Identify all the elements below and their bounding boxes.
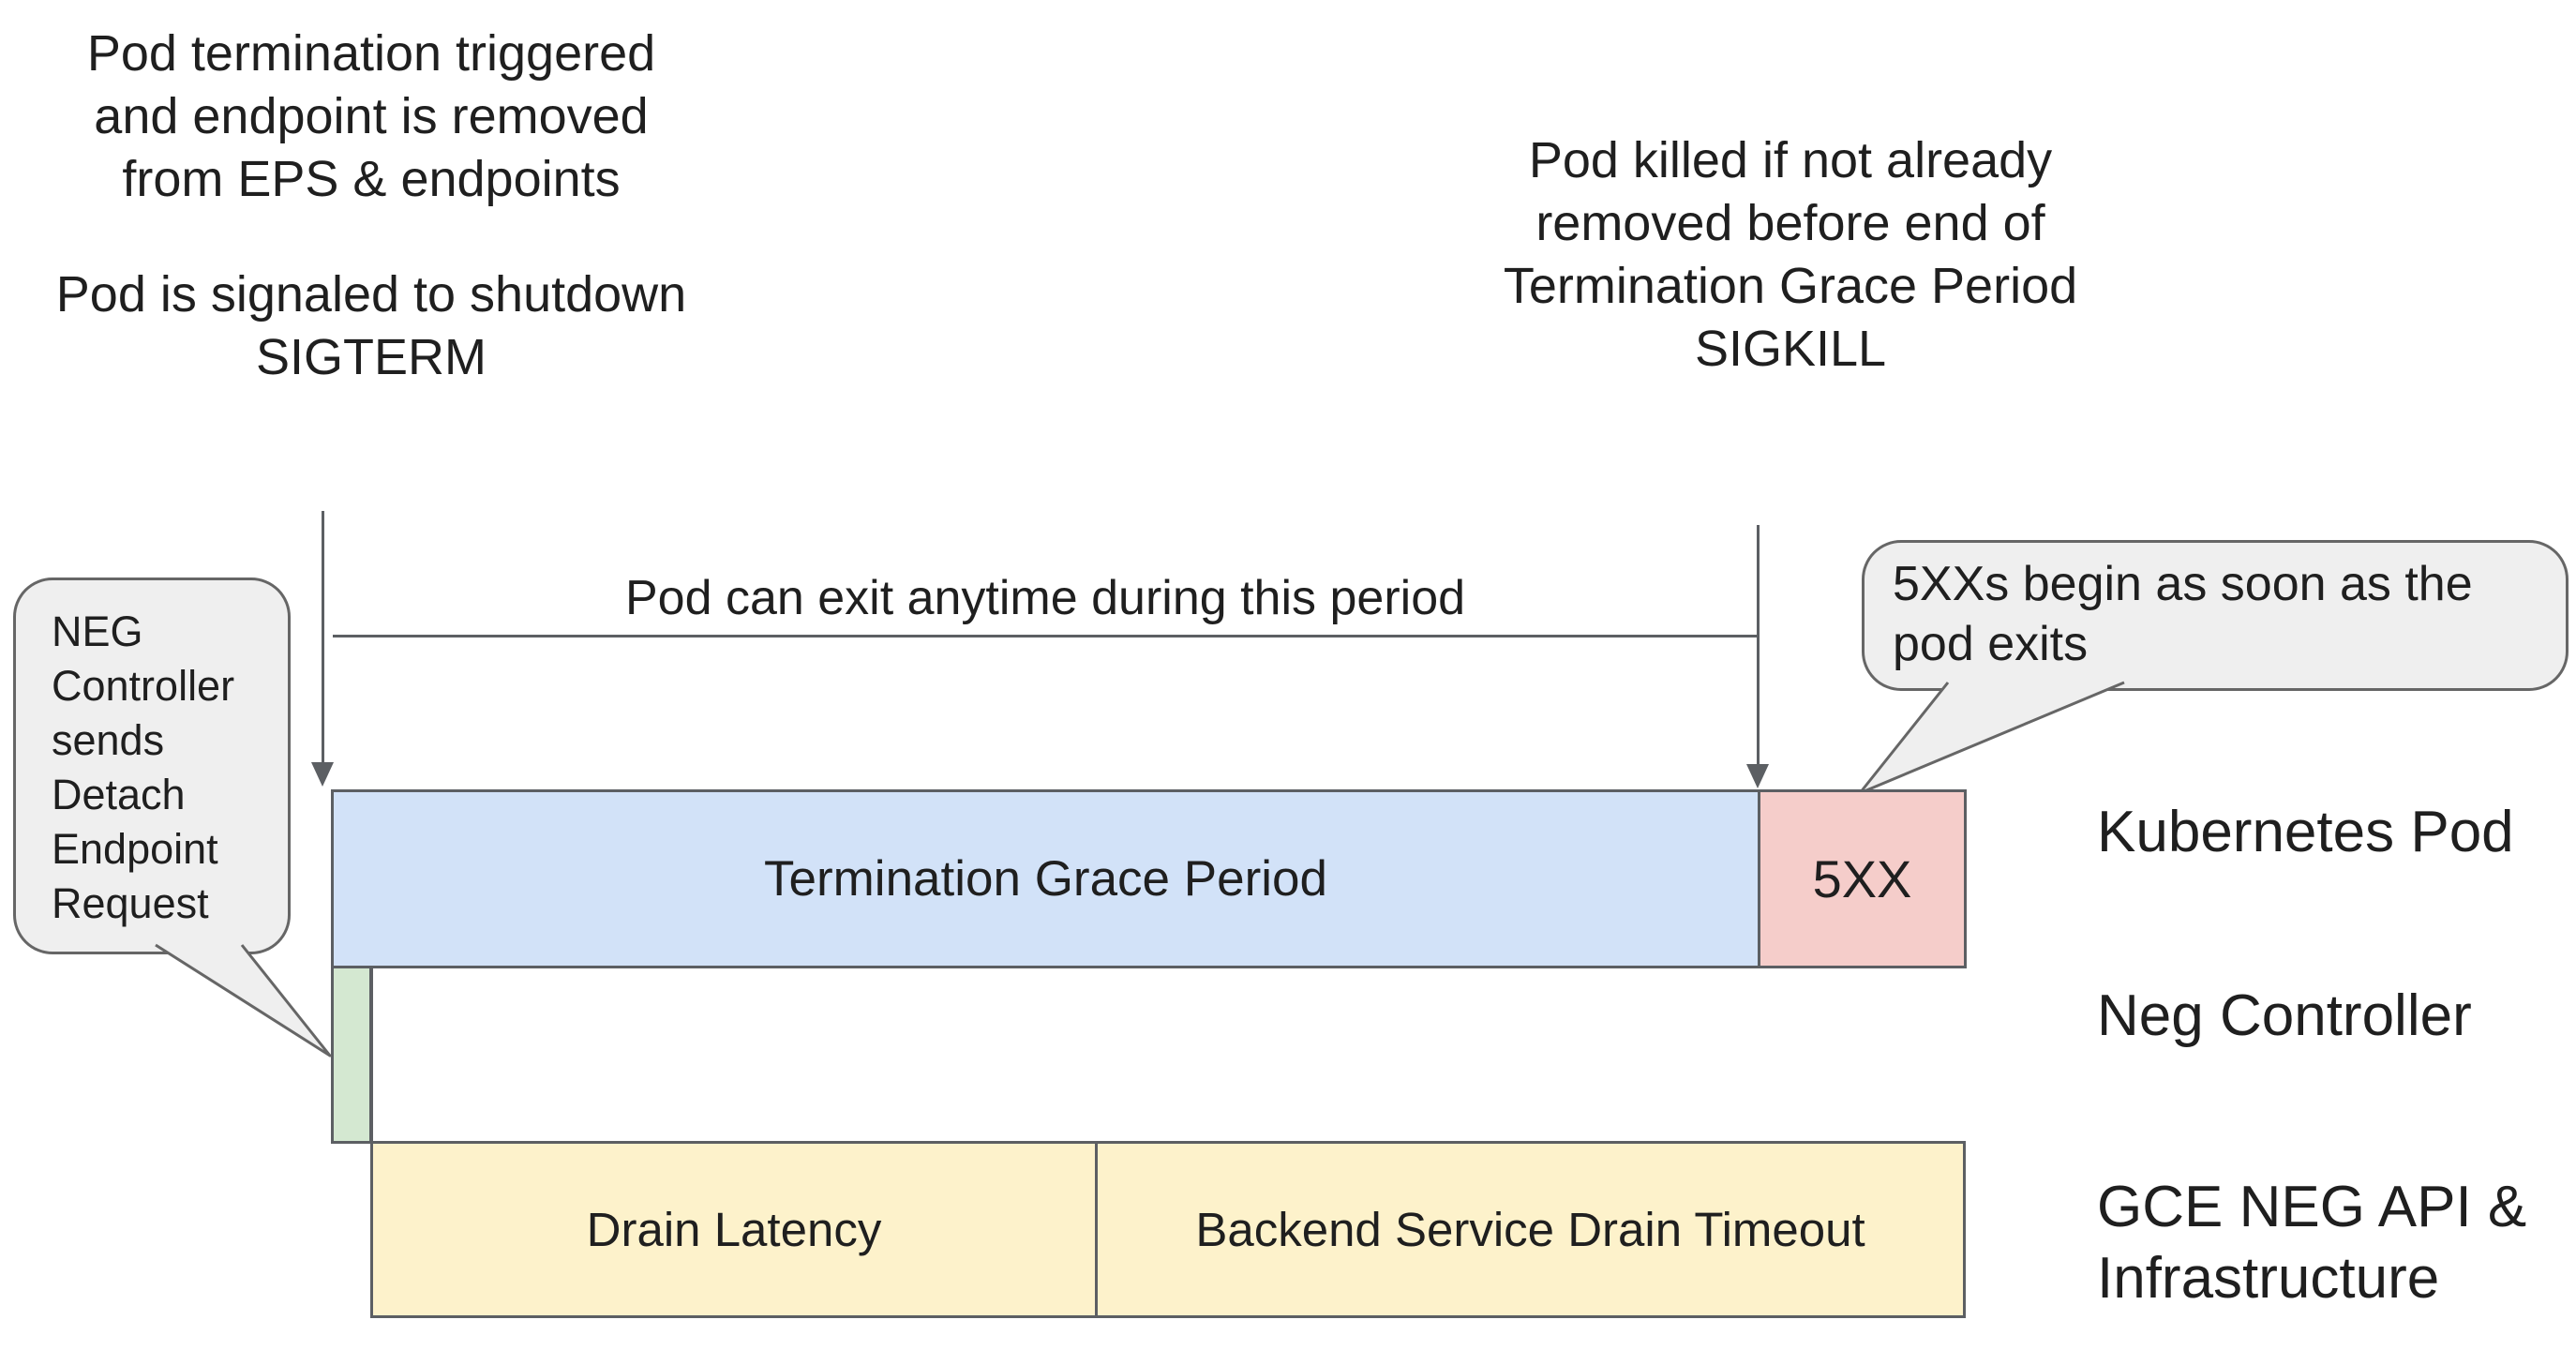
neg-detach-callout: NEG Controller sends Detach Endpoint Req… xyxy=(13,578,291,954)
period-note: Pod can exit anytime during this period xyxy=(624,571,1466,625)
backend-drain-timeout-cell: Backend Service Drain Timeout xyxy=(1098,1144,1963,1315)
sigterm-arrow-icon xyxy=(311,762,334,787)
right-callout-tail xyxy=(1858,681,2125,795)
termination-grace-period-bar: Termination Grace Period xyxy=(331,789,1760,968)
5xx-begin-callout: 5XXs begin as soon as the pod exits xyxy=(1862,540,2569,691)
row-label-neg-controller: Neg Controller xyxy=(2097,983,2472,1048)
sigkill-arrow-line xyxy=(1757,525,1760,764)
termination-grace-period-label: Termination Grace Period xyxy=(764,851,1327,907)
sigkill-arrow-icon xyxy=(1746,764,1769,788)
gce-drain-bar: Drain Latency Backend Service Drain Time… xyxy=(370,1141,1966,1318)
neg-controller-row-box xyxy=(370,966,1966,1144)
detach-endpoint-bar xyxy=(331,966,372,1144)
period-span-line xyxy=(333,635,1758,638)
sigterm-arrow-line xyxy=(322,511,324,764)
left-callout-tail xyxy=(155,943,332,1058)
drain-latency-cell: Drain Latency xyxy=(373,1144,1098,1315)
backend-drain-timeout-label: Backend Service Drain Timeout xyxy=(1195,1203,1865,1256)
error-5xx-label: 5XX xyxy=(1812,849,1912,908)
row-label-gce-neg-api: GCE NEG API & Infrastructure xyxy=(2097,1175,2527,1311)
drain-latency-label: Drain Latency xyxy=(586,1203,882,1256)
error-5xx-bar: 5XX xyxy=(1758,789,1967,968)
row-label-kubernetes-pod: Kubernetes Pod xyxy=(2097,800,2514,864)
